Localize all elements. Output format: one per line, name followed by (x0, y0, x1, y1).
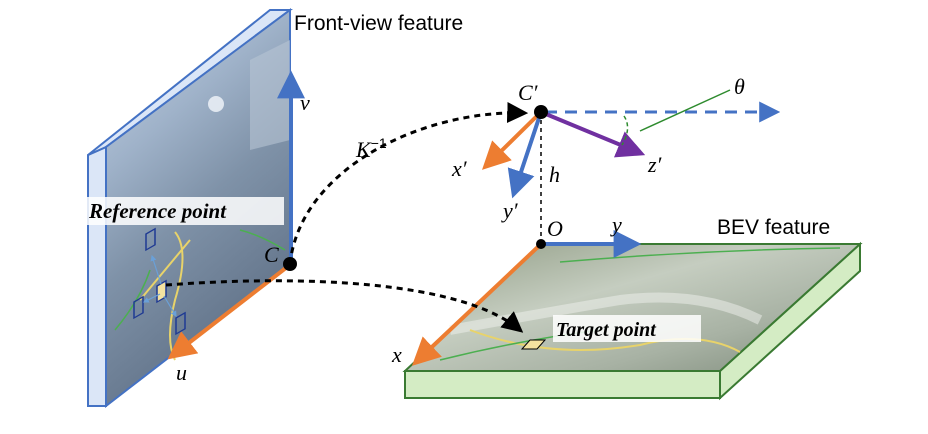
projection-curve-to-camera (288, 102, 529, 265)
sampling-marker-2 (133, 295, 144, 320)
sampling-marker-1 (145, 227, 156, 252)
u-axis (167, 262, 293, 360)
reference-label-bg (86, 197, 284, 225)
theta-leader (639, 89, 731, 132)
bev-lane-green (559, 247, 841, 263)
x-prime-axis (482, 110, 543, 170)
building-shape (250, 40, 290, 150)
z-prime-label: z′ (647, 152, 663, 177)
camera-center-prime-point (534, 105, 548, 119)
lane-line-green-2 (239, 229, 286, 251)
theta-arc (621, 115, 629, 146)
y-prime-label: y′ (501, 198, 519, 223)
bev-y-axis-label: y (610, 212, 622, 237)
bev-x-axis-label: x (391, 342, 402, 367)
bev-title: BEV feature (717, 216, 830, 239)
reference-point-label: Reference point (88, 199, 227, 223)
offset-arrow-1 (150, 254, 162, 285)
inverse-intrinsic-sup: −1 (371, 135, 387, 151)
front-view-side-face (87, 145, 107, 407)
v-axis-label: v (300, 90, 310, 115)
offset-arrow-2 (142, 293, 161, 303)
theta-label: θ (734, 74, 745, 99)
inverse-intrinsic-base: K (355, 137, 372, 162)
y-prime-axis (507, 111, 543, 199)
sampling-marker-3 (175, 311, 186, 336)
camera-center-point (283, 257, 297, 271)
target-marker (520, 339, 547, 350)
bev-panel (402, 241, 863, 401)
sun-glare (208, 96, 224, 112)
target-point-label: Target point (556, 319, 657, 341)
front-view-title: Front-view feature (294, 12, 463, 35)
lane-line-yellow (139, 239, 191, 301)
camera-center-label: C (264, 242, 279, 267)
camera-center-prime-label: C′ (518, 80, 539, 105)
origin-label: O (547, 216, 563, 241)
inverse-intrinsic-label: K−1 (355, 135, 387, 162)
x-prime-label: x′ (451, 156, 468, 181)
target-label-bg (553, 315, 701, 342)
height-label: h (549, 162, 560, 187)
reference-markers (133, 227, 186, 336)
z-prime-axis (540, 110, 646, 158)
offset-arrow-3 (163, 295, 177, 318)
origin-point (536, 239, 546, 249)
bev-front-face (404, 370, 721, 399)
u-axis-label: u (176, 360, 187, 385)
bev-x-axis (411, 242, 543, 366)
